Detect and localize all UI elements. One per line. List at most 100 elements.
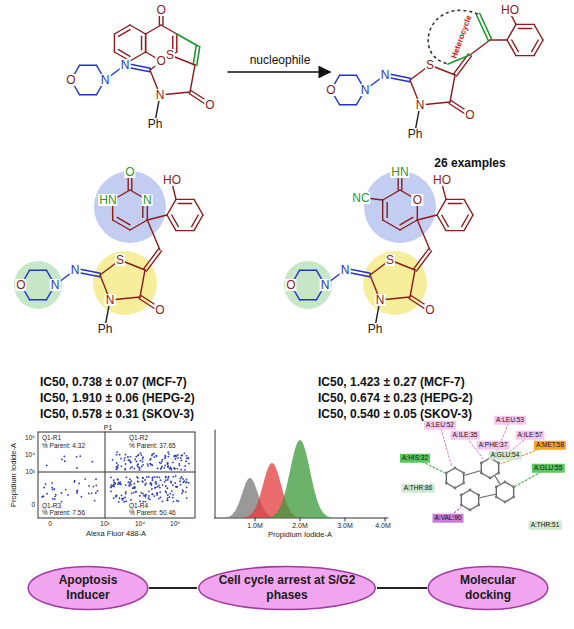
bond	[462, 215, 469, 227]
event-dot	[137, 466, 139, 468]
bond	[130, 220, 147, 230]
heterocycle-label: Heterocycle	[450, 14, 473, 59]
bond	[512, 40, 519, 52]
event-dot	[141, 480, 143, 482]
event-dot	[154, 487, 156, 489]
event-dot	[151, 488, 153, 490]
bond	[490, 39, 507, 40]
residue-label: A:LEU:52	[424, 421, 456, 430]
event-dot	[88, 485, 90, 487]
event-dot	[110, 490, 112, 492]
ic50-value: IC50, 1.423 ± 0.27 (MCF-7)	[318, 376, 465, 388]
atom-dot	[497, 462, 500, 465]
event-dot	[51, 482, 53, 484]
ellipse-fill	[428, 566, 548, 609]
event-dot	[152, 479, 154, 481]
event-dot	[121, 498, 123, 500]
atom-label: N	[360, 84, 371, 96]
event-dot	[144, 484, 146, 486]
atom-label: HO	[500, 4, 520, 16]
bond	[534, 24, 543, 40]
bond	[507, 24, 516, 40]
event-dot	[160, 468, 162, 470]
bond	[465, 471, 481, 476]
event-dot	[137, 454, 139, 456]
connector	[377, 587, 427, 589]
atom-dot	[512, 496, 515, 499]
event-dot	[187, 457, 189, 459]
event-dot	[136, 464, 138, 466]
bond	[194, 199, 203, 215]
event-dot	[148, 476, 150, 478]
atom-label: S	[425, 59, 435, 71]
event-dot	[185, 460, 187, 462]
atom-label: O	[154, 304, 165, 316]
event-dot	[46, 493, 48, 495]
event-dot	[142, 456, 144, 458]
bond	[130, 52, 146, 61]
event-dot	[63, 456, 65, 458]
event-dot	[61, 492, 63, 494]
bond	[118, 50, 130, 57]
event-dot	[182, 478, 184, 480]
bond	[127, 176, 128, 190]
event-dot	[153, 453, 155, 455]
plot-frame	[38, 432, 195, 518]
bond	[30, 270, 47, 271]
bond	[167, 199, 176, 215]
bond	[496, 497, 505, 502]
event-dot	[54, 498, 56, 500]
event-dot	[116, 467, 118, 469]
event-dot	[178, 500, 180, 502]
event-dot	[168, 453, 170, 455]
atom-label: O	[65, 74, 76, 86]
event-dot	[124, 459, 126, 461]
event-dot	[165, 476, 167, 478]
bond	[176, 199, 194, 200]
event-dot	[117, 478, 119, 480]
bond	[340, 75, 357, 76]
reagent-label: nucleophile	[250, 54, 311, 66]
event-dot	[159, 462, 161, 464]
atom-dot	[460, 494, 463, 497]
event-dot	[142, 477, 144, 479]
event-dot	[148, 490, 150, 492]
event-dot	[121, 465, 123, 467]
bond	[414, 249, 429, 269]
event-dot	[150, 482, 152, 484]
event-dot	[162, 484, 164, 486]
bond	[400, 220, 417, 230]
event-dot	[64, 460, 66, 462]
bond	[386, 203, 387, 218]
bond	[145, 34, 146, 52]
highlight-disc	[14, 261, 62, 309]
tick-label: 10⁵	[170, 521, 180, 528]
residue-label: A:THR:51	[529, 521, 562, 530]
atom-label: N	[105, 294, 116, 306]
event-dot	[143, 495, 145, 497]
event-dot	[184, 469, 186, 471]
event-dot	[186, 497, 188, 499]
bond	[478, 495, 479, 505]
event-dot	[167, 466, 169, 468]
event-dot	[182, 489, 184, 491]
residue-label: A:LEU:53	[494, 416, 526, 425]
bond	[448, 203, 461, 204]
tick	[345, 518, 346, 521]
tick-label: 1.0M	[247, 522, 263, 529]
event-dot	[167, 451, 169, 453]
event-dot	[184, 465, 186, 467]
event-dot	[116, 454, 118, 456]
event-dot	[134, 458, 136, 460]
atom-label: N	[380, 69, 391, 81]
event-dot	[130, 484, 132, 486]
bond	[450, 75, 455, 102]
event-dot	[175, 475, 177, 477]
bond	[463, 473, 464, 483]
bond	[145, 34, 146, 52]
event-dot	[124, 457, 126, 459]
event-dot	[133, 487, 135, 489]
event-dot	[171, 490, 173, 492]
bond	[146, 25, 162, 34]
event-dot	[166, 487, 168, 489]
